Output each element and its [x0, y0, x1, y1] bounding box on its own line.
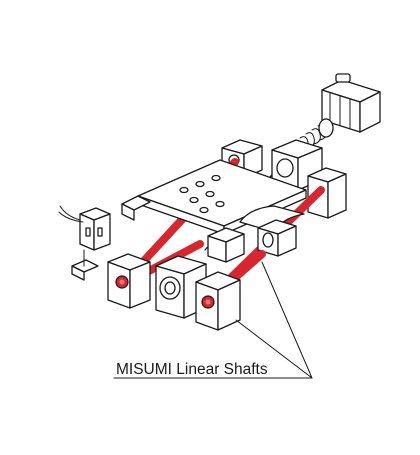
linear-bushing-left — [207, 227, 245, 263]
front-left-shaft-support — [107, 253, 151, 309]
photo-sensor-icon — [58, 205, 111, 281]
coupling-icon — [299, 118, 334, 153]
callout: MISUMI Linear Shafts — [113, 261, 313, 379]
front-right-shaft-support — [195, 271, 241, 331]
callout-label: MISUMI Linear Shafts — [116, 361, 268, 378]
linear-bushing-right — [257, 219, 297, 257]
moving-table — [121, 159, 307, 235]
